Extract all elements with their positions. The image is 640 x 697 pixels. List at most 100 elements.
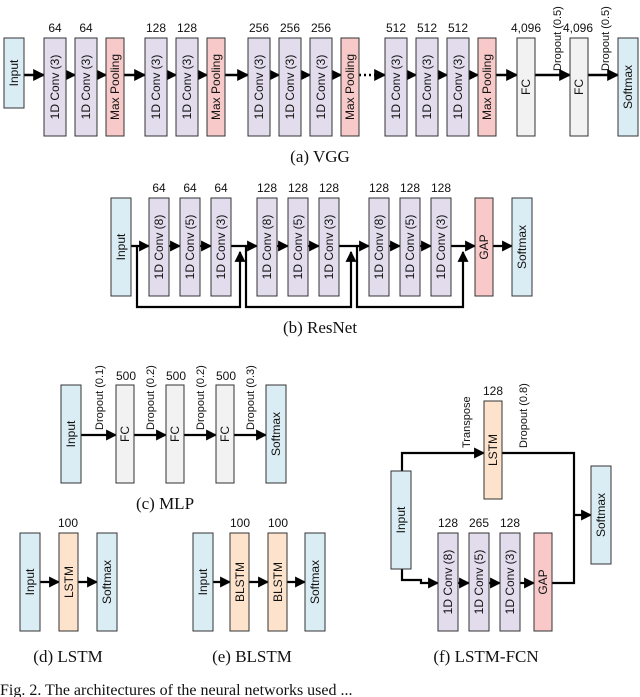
lstmfcn-conv-block [499, 532, 521, 632]
vgg-filter-count: 256 [311, 21, 331, 35]
lstmfcn-softmax-block [590, 465, 612, 565]
mlp-dropout-label: Dropout (0.1) [94, 365, 106, 430]
vgg-conv-label: 1D Conv (3) [149, 55, 163, 120]
blstm-softmax-label: Softmax [308, 560, 322, 604]
panel-vgg: Input 1D Conv (3) 1D Conv (3) Max Poolin… [3, 6, 639, 166]
blstm-caption: (e) BLSTM [212, 647, 292, 666]
vgg-filter-count: 512 [417, 21, 437, 35]
resnet-filter-count: 64 [152, 181, 166, 195]
vgg-caption: (a) VGG [290, 147, 350, 166]
mlp-units: 500 [216, 369, 236, 383]
mlp-softmax-block [265, 384, 287, 484]
resnet-input-block [110, 197, 132, 297]
resnet-caption: (b) ResNet [283, 318, 357, 337]
resnet-filter-count: 128 [319, 181, 339, 195]
resnet-filter-count: 128 [400, 181, 420, 195]
vgg-dropout-label: Dropout (0.5) [552, 6, 564, 71]
blstm-input-label: Input [196, 568, 210, 595]
resnet-conv-label: 1D Conv (5) [291, 215, 305, 280]
figure-footer-caption: Fig. 2. The architectures of the neural … [0, 682, 353, 697]
resnet-conv-label: 1D Conv (5) [403, 215, 417, 280]
resnet-filter-count: 64 [214, 181, 228, 195]
vgg-input-label: Input [7, 59, 21, 86]
vgg-conv-label: 1D Conv (3) [283, 55, 297, 120]
resnet-filter-count: 64 [183, 181, 197, 195]
resnet-softmax-block [511, 197, 533, 297]
lstmfcn-caption: (f) LSTM-FCN [433, 647, 538, 666]
vgg-conv-block [144, 37, 168, 137]
lstm-input-label: Input [23, 568, 37, 595]
vgg-conv-label: 1D Conv (3) [420, 55, 434, 120]
blstm-label: BLSTM [233, 562, 247, 602]
vgg-conv-block [175, 37, 199, 137]
blstm-block [229, 532, 250, 632]
lstmfcn-lstm-units: 128 [483, 384, 503, 398]
vgg-conv-block [43, 37, 67, 137]
resnet-conv-block [287, 197, 309, 297]
vgg-filter-count: 128 [146, 21, 166, 35]
lstmfcn-conv-label: 1D Conv (8) [441, 550, 455, 615]
vgg-conv-block [309, 37, 333, 137]
resnet-conv-block [430, 197, 452, 297]
vgg-conv-label: 1D Conv (3) [314, 55, 328, 120]
blstm-block [267, 532, 288, 632]
mlp-softmax-label: Softmax [269, 412, 283, 456]
resnet-conv-block [256, 197, 278, 297]
vgg-softmax-label: Softmax [621, 65, 635, 109]
lstm-input-block [19, 532, 41, 632]
resnet-gap-label: GAP [477, 234, 491, 259]
vgg-conv-block [415, 37, 439, 137]
vgg-pool-label: Max Pooling [480, 54, 494, 120]
mlp-fc-block [215, 384, 235, 484]
resnet-filter-count: 128 [369, 181, 389, 195]
vgg-fc-block [569, 37, 589, 137]
panel-resnet: Input 1D Conv (8) 1D Conv (5) 1D Conv (3… [110, 181, 533, 337]
lstmfcn-gap-label: GAP [536, 569, 550, 594]
vgg-filter-count: 512 [386, 21, 406, 35]
vgg-pool-block [105, 37, 125, 137]
vgg-pool-label: Max Pooling [209, 54, 223, 120]
resnet-softmax-label: Softmax [515, 225, 529, 269]
resnet-conv-label: 1D Conv (8) [152, 215, 166, 280]
vgg-fc-units: 4,096 [511, 21, 541, 35]
mlp-dropout-label: Dropout (0.2) [195, 365, 207, 430]
vgg-fc-block [516, 37, 536, 137]
lstm-caption: (d) LSTM [33, 647, 102, 666]
vgg-fc-label: FC [572, 79, 586, 95]
lstmfcn-conv-label: 1D Conv (3) [503, 550, 517, 615]
vgg-dropout-label: Dropout (0.5) [600, 6, 612, 71]
resnet-conv-label: 1D Conv (8) [372, 215, 386, 280]
mlp-fc-block [165, 384, 185, 484]
vgg-filter-count: 512 [448, 21, 468, 35]
lstmfcn-lstm-block [483, 400, 503, 500]
panel-lstm: Input LSTM Softmax 100 (d) LSTM [19, 516, 118, 666]
resnet-conv-block [318, 197, 340, 297]
blstm-input-block [192, 532, 214, 632]
vgg-fc-units: 4,096 [563, 21, 593, 35]
vgg-conv-block [74, 37, 98, 137]
vgg-filter-count: 64 [48, 21, 62, 35]
vgg-pool-block [477, 37, 497, 137]
lstmfcn-lstm-label: LSTM [486, 434, 500, 466]
mlp-fc-label: FC [168, 426, 182, 442]
mlp-fc-label: FC [218, 426, 232, 442]
resnet-conv-label: 1D Conv (3) [214, 215, 228, 280]
resnet-input-label: Input [114, 233, 128, 260]
lstmfcn-filter-count: 128 [500, 516, 520, 530]
lstmfcn-softmax-label: Softmax [594, 493, 608, 537]
vgg-conv-label: 1D Conv (3) [252, 55, 266, 120]
lstmfcn-conv-block [468, 532, 490, 632]
resnet-conv-label: 1D Conv (5) [183, 215, 197, 280]
lstm-block [58, 532, 79, 632]
lstmfcn-filter-count: 265 [469, 516, 489, 530]
mlp-input-label: Input [64, 420, 78, 447]
vgg-filter-count: 64 [79, 21, 93, 35]
vgg-input-block [3, 37, 25, 109]
vgg-pool-label: Max Pooling [343, 54, 357, 120]
lstm-label: LSTM [62, 566, 76, 598]
mlp-dropout-label: Dropout (0.2) [145, 365, 157, 430]
mlp-units: 500 [116, 369, 136, 383]
resnet-conv-label: 1D Conv (8) [260, 215, 274, 280]
lstm-softmax-label: Softmax [100, 560, 114, 604]
